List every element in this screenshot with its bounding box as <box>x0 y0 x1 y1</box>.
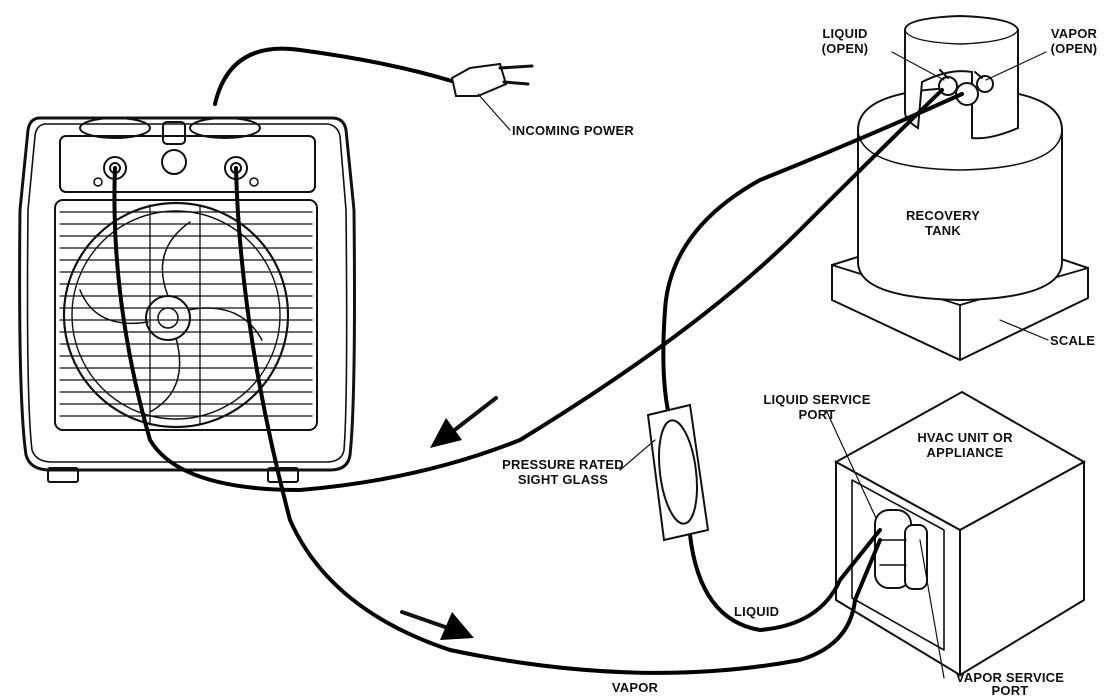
label-vapor-service-port-2: PORT <box>992 683 1029 698</box>
power-plug-icon <box>450 62 534 97</box>
label-sight-glass-1: PRESSURE RATED <box>502 457 624 472</box>
label-vapor-open-1: VAPOR <box>1051 26 1098 41</box>
label-hvac-unit-1: HVAC UNIT OR <box>917 430 1013 445</box>
hvac-unit <box>833 390 1087 677</box>
label-vapor-line: VAPOR <box>612 680 659 695</box>
recovery-machine <box>18 116 356 483</box>
label-liquid-line: LIQUID <box>734 604 779 619</box>
label-liquid-open-1: LIQUID <box>822 26 867 41</box>
label-vapor-open-2: (OPEN) <box>1051 41 1098 56</box>
power-cord <box>213 46 534 131</box>
flow-arrow-lower-icon <box>400 610 474 640</box>
label-recovery-tank-1: RECOVERY <box>906 208 980 223</box>
leader-lines <box>619 51 1049 679</box>
flow-arrow-upper-icon <box>430 396 498 448</box>
label-recovery-tank-2: TANK <box>925 223 961 238</box>
label-sight-glass-2: SIGHT GLASS <box>518 472 608 487</box>
label-liquid-open-2: (OPEN) <box>822 41 869 56</box>
label-vapor-service-port-1: VAPOR SERVICE <box>956 670 1064 685</box>
label-scale: SCALE <box>1050 333 1095 348</box>
label-incoming-power: INCOMING POWER <box>512 123 634 138</box>
hoses <box>112 88 964 675</box>
sight-glass <box>646 403 710 542</box>
label-hvac-unit-2: APPLIANCE <box>927 445 1004 460</box>
recovery-tank <box>831 14 1089 362</box>
label-liquid-service-port-2: PORT <box>799 407 836 422</box>
label-liquid-service-port-1: LIQUID SERVICE <box>763 392 870 407</box>
